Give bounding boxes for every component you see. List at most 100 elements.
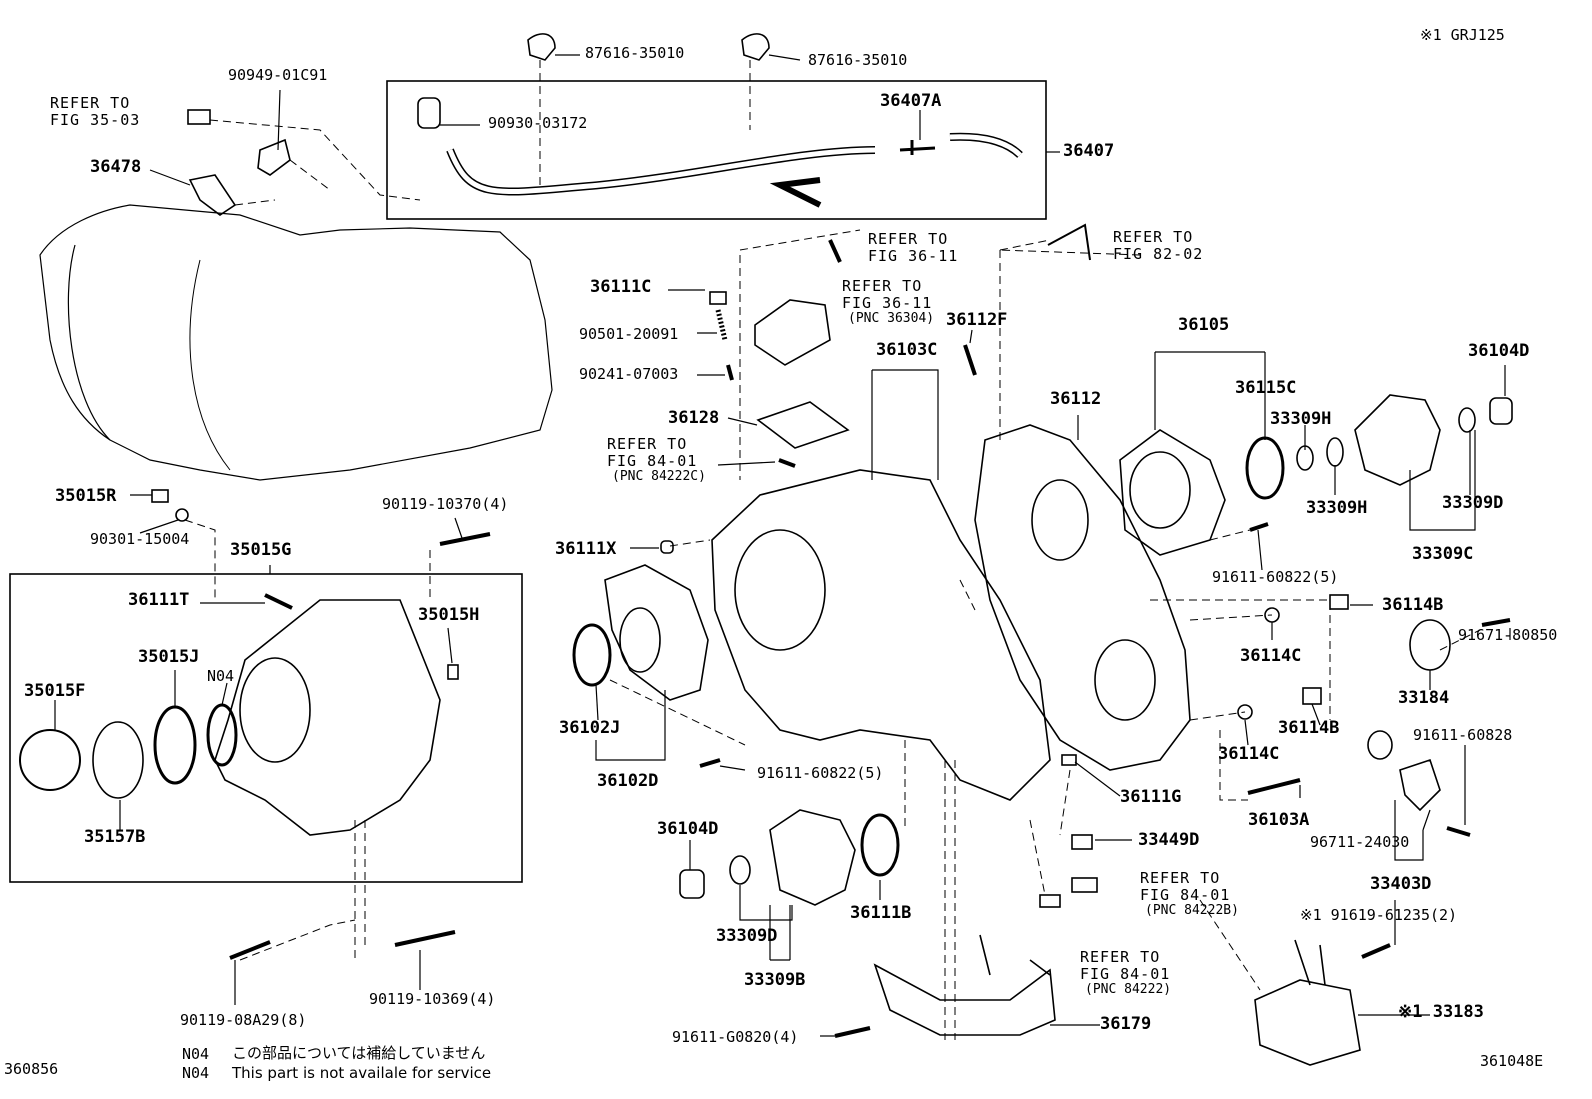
part-36114b-b[interactable]: 36114B bbox=[1278, 718, 1340, 738]
part-33309b[interactable]: 33309B bbox=[744, 970, 806, 990]
part-36102j[interactable]: 36102J bbox=[559, 718, 621, 738]
refer-fig-84-01b-line2[interactable]: FIG 84-01 bbox=[1140, 886, 1231, 904]
gasket-90301 bbox=[175, 508, 189, 522]
part-35015f[interactable]: 35015F bbox=[24, 681, 86, 701]
transfer-case-front bbox=[711, 469, 1051, 801]
bolt-90119-08a29 bbox=[229, 940, 271, 960]
part-33309c[interactable]: 33309C bbox=[1412, 544, 1474, 564]
oil-seal-36102j bbox=[572, 623, 612, 687]
part-33309d-a[interactable]: 33309D bbox=[1442, 493, 1504, 513]
bracket-36179-arms bbox=[979, 934, 1051, 976]
part-90119-10370[interactable]: 90119-10370(4) bbox=[382, 495, 509, 513]
part-36478[interactable]: 36478 bbox=[90, 157, 142, 177]
refer-fig-84-01a-line1[interactable]: REFER TO bbox=[607, 435, 688, 453]
oil-seal-35015j bbox=[153, 705, 197, 785]
part-87616-35010-b[interactable]: 87616-35010 bbox=[808, 51, 908, 69]
refer-fig-36-11-line1[interactable]: REFER TO bbox=[868, 230, 949, 248]
sleeve-33403d bbox=[1399, 758, 1441, 812]
part-36179[interactable]: 36179 bbox=[1100, 1014, 1152, 1034]
part-91619-61235[interactable]: ※1 91619-61235(2) bbox=[1300, 906, 1458, 924]
part-36104d-b[interactable]: 36104D bbox=[657, 819, 719, 839]
gasket-36114c-lower bbox=[1237, 704, 1253, 720]
part-33309h-b[interactable]: 33309H bbox=[1306, 498, 1368, 518]
plug-36111c bbox=[709, 291, 727, 305]
breather-plug bbox=[417, 97, 441, 129]
variant-label: ※1 GRJ125 bbox=[1420, 26, 1505, 44]
part-36112f[interactable]: 36112F bbox=[946, 310, 1008, 330]
refer-fig-36-11-line2[interactable]: FIG 36-11 bbox=[868, 247, 959, 265]
part-35015r[interactable]: 35015R bbox=[55, 486, 117, 506]
refer-fig-36-11b-line1[interactable]: REFER TO bbox=[842, 277, 923, 295]
part-33449d[interactable]: 33449D bbox=[1138, 830, 1200, 850]
part-96711-24030[interactable]: 96711-24030 bbox=[1310, 833, 1410, 851]
part-36111t[interactable]: 36111T bbox=[128, 590, 190, 610]
part-91611-60822-a[interactable]: 91611-60822(5) bbox=[1212, 568, 1339, 586]
mount-bracket bbox=[1294, 939, 1326, 986]
part-35015g[interactable]: 35015G bbox=[230, 540, 292, 560]
part-35015j[interactable]: 35015J bbox=[138, 647, 200, 667]
part-36105[interactable]: 36105 bbox=[1178, 315, 1230, 335]
part-90930-03172[interactable]: 90930-03172 bbox=[488, 114, 588, 132]
part-91671-80850[interactable]: 91671-80850 bbox=[1458, 626, 1558, 644]
part-36407[interactable]: 36407 bbox=[1063, 141, 1115, 161]
part-36111g[interactable]: 36111G bbox=[1120, 787, 1182, 807]
part-36128[interactable]: 36128 bbox=[668, 408, 720, 428]
part-33403d[interactable]: 33403D bbox=[1370, 874, 1432, 894]
extension-group-box bbox=[9, 573, 523, 883]
part-36114b-a[interactable]: 36114B bbox=[1382, 595, 1444, 615]
refer-fig-36-11b-line2[interactable]: FIG 36-11 bbox=[842, 294, 933, 312]
part-33184[interactable]: 33184 bbox=[1398, 688, 1450, 708]
washer-33309d-lower bbox=[729, 855, 751, 885]
refer-fig-35-03-line1[interactable]: REFER TO bbox=[50, 94, 131, 112]
rear-case-36112 bbox=[974, 424, 1191, 771]
bolt-91619-61235 bbox=[1361, 943, 1391, 959]
part-90949-01c91[interactable]: 90949-01C91 bbox=[228, 66, 328, 84]
plug-35015h bbox=[447, 664, 459, 680]
part-90501-20091[interactable]: 90501-20091 bbox=[579, 325, 679, 343]
part-33309h-a[interactable]: 33309H bbox=[1270, 409, 1332, 429]
part-36103c[interactable]: 36103C bbox=[876, 340, 938, 360]
part-36407a[interactable]: 36407A bbox=[880, 91, 942, 111]
part-35015h[interactable]: 35015H bbox=[418, 605, 480, 625]
refer-fig-84-01b-line1[interactable]: REFER TO bbox=[1140, 869, 1221, 887]
part-36111c[interactable]: 36111C bbox=[590, 277, 652, 297]
part-90241-07003[interactable]: 90241-07003 bbox=[579, 365, 679, 383]
refer-fig-84-01c-line2[interactable]: FIG 84-01 bbox=[1080, 965, 1171, 983]
part-36115c[interactable]: 36115C bbox=[1235, 378, 1297, 398]
extension-bore bbox=[239, 657, 311, 763]
part-91611-60822-b[interactable]: 91611-60822(5) bbox=[757, 764, 884, 782]
refer-fig-82-02-line2[interactable]: FIG 82-02 bbox=[1113, 245, 1204, 263]
part-91611-60828[interactable]: 91611-60828 bbox=[1413, 726, 1513, 744]
part-36114c-b[interactable]: 36114C bbox=[1218, 744, 1280, 764]
part-33309d-b[interactable]: 33309D bbox=[716, 926, 778, 946]
part-90301-15004[interactable]: 90301-15004 bbox=[90, 530, 190, 548]
part-90119-10369[interactable]: 90119-10369(4) bbox=[369, 990, 496, 1008]
footer-right-code: 361048E bbox=[1480, 1052, 1544, 1070]
part-36112[interactable]: 36112 bbox=[1050, 389, 1102, 409]
refer-fig-82-02-line1[interactable]: REFER TO bbox=[1113, 228, 1194, 246]
refer-fig-84-01a-line2[interactable]: FIG 84-01 bbox=[607, 452, 698, 470]
rear-cover-bore bbox=[1129, 451, 1191, 529]
pin-36111t bbox=[264, 593, 293, 610]
part-36111x[interactable]: 36111X bbox=[555, 539, 617, 559]
refer-fig-84-01c-line1[interactable]: REFER TO bbox=[1080, 948, 1161, 966]
hose-end-inner bbox=[949, 134, 1022, 157]
plug-33449d bbox=[1071, 834, 1093, 850]
part-36111b[interactable]: 36111B bbox=[850, 903, 912, 923]
hose-group-box bbox=[386, 80, 1047, 220]
part-36102d[interactable]: 36102D bbox=[597, 771, 659, 791]
part-36114c-a[interactable]: 36114C bbox=[1240, 646, 1302, 666]
bolt-91611-60822-upper bbox=[1249, 522, 1269, 532]
part-90119-08a29[interactable]: 90119-08A29(8) bbox=[180, 1011, 307, 1029]
bolt-refer-3503 bbox=[187, 109, 211, 125]
part-33183[interactable]: ※1 33183 bbox=[1398, 1002, 1484, 1022]
part-36104d-a[interactable]: 36104D bbox=[1468, 341, 1530, 361]
bolt-91611-60822-lower bbox=[699, 758, 721, 768]
part-36103a[interactable]: 36103A bbox=[1248, 810, 1310, 830]
oring-96711 bbox=[1367, 730, 1393, 760]
bolt-91611-g0820 bbox=[834, 1026, 871, 1038]
part-87616-35010-a[interactable]: 87616-35010 bbox=[585, 44, 685, 62]
refer-fig-35-03-line2[interactable]: FIG 35-03 bbox=[50, 111, 141, 129]
part-35157b[interactable]: 35157B bbox=[84, 827, 146, 847]
part-91611-g0820[interactable]: 91611-G0820(4) bbox=[672, 1028, 799, 1046]
